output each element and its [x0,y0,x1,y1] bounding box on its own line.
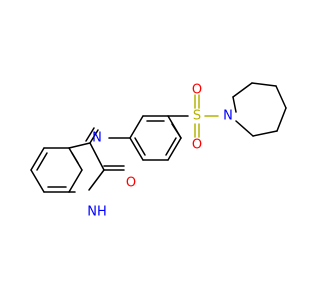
azepane-n-label: N [223,109,233,124]
bond [36,152,48,171]
bond [232,96,237,113]
bond [252,130,278,137]
bond [276,107,287,132]
bond [68,169,83,193]
imine-n-label: N [92,131,102,146]
bond [129,137,144,161]
carbonyl-group [103,165,125,171]
bond [251,82,277,87]
bond [275,85,287,109]
bond [89,142,105,171]
bond [68,142,91,149]
bond [89,129,99,144]
bond [134,137,146,156]
sulfonyl-bonds [194,94,219,138]
bond [71,152,79,164]
phenyl-ring [129,115,182,161]
sulfonyl-o-top-label: O [192,83,202,98]
bond [88,169,105,191]
lactam-ring [68,142,105,193]
bond [171,123,182,139]
bond [30,169,45,193]
azepane-ring [232,82,287,137]
bond [85,127,95,142]
sulfur-label: S [193,109,201,124]
bond [232,82,253,98]
molecule-canvas: NH N O S O O N [30,82,287,220]
bond [165,137,177,156]
molecule-structure: NH N O S O O N [30,82,287,220]
sulfonyl-o-bottom-label: O [192,138,202,153]
amine-nh-label: NH [87,205,107,220]
carbonyl-o-label: O [126,176,136,191]
bond [129,115,144,139]
bond [235,120,254,137]
indole-benzene-ring [30,147,83,193]
imine-bond [85,127,99,144]
bond [167,137,182,161]
bond [30,147,45,171]
